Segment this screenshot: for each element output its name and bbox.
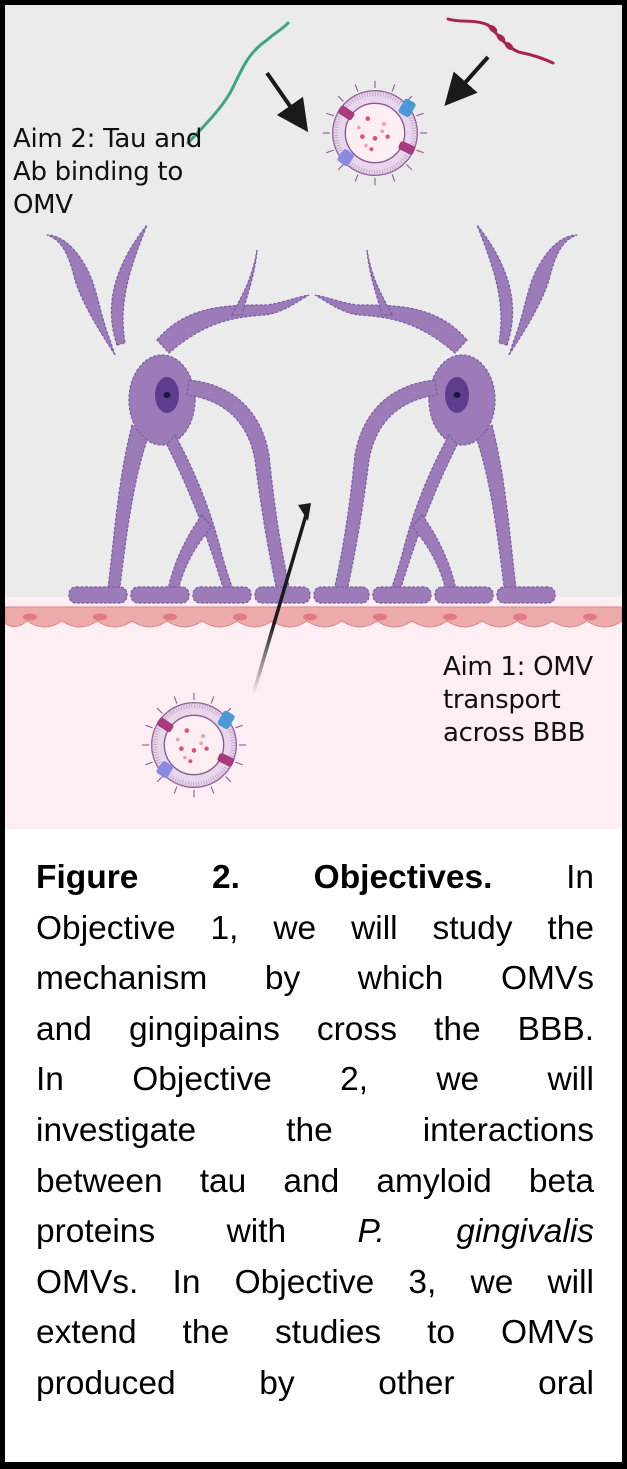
caption-line: and gingipains cross the BBB. bbox=[36, 1005, 594, 1056]
omv-vesicle-top bbox=[323, 81, 427, 185]
caption-bold-text: Figure bbox=[36, 859, 139, 896]
caption-text: interactions bbox=[422, 1111, 595, 1149]
amyloid-beads bbox=[488, 25, 514, 50]
caption-text: In bbox=[36, 1061, 64, 1099]
caption-text: the bbox=[434, 1010, 481, 1048]
caption-text: OMVs bbox=[500, 960, 595, 998]
arrow-omv-across-bbb bbox=[251, 514, 308, 696]
figure-panel: Aim 2: Tau and Ab binding to OMV Aim 1: … bbox=[5, 5, 622, 1462]
caption-line: extend the studies to OMVs bbox=[36, 1308, 594, 1359]
caption-text: and bbox=[283, 1162, 340, 1200]
blood-region bbox=[5, 597, 622, 829]
caption-text: we bbox=[436, 1061, 480, 1099]
caption-text: by bbox=[259, 1364, 295, 1402]
caption-line: produced by other oral bbox=[36, 1359, 594, 1410]
caption-text: Objective bbox=[36, 909, 176, 947]
caption-text: studies bbox=[275, 1314, 382, 1352]
caption-bold-text: 2. bbox=[212, 859, 240, 896]
aim2-label-line: Aim 2: Tau and bbox=[13, 124, 203, 154]
caption-text: which bbox=[357, 960, 444, 998]
caption-line: mechanism by which OMVs bbox=[36, 954, 594, 1005]
caption-text: oral bbox=[538, 1364, 595, 1402]
aim1-label-line: across BBB bbox=[443, 718, 586, 748]
caption-text: 3, bbox=[408, 1263, 437, 1301]
aim1-label: Aim 1: OMV transport across BBB bbox=[443, 651, 593, 750]
caption-text: OMVs. bbox=[36, 1263, 139, 1301]
caption-text: to bbox=[427, 1314, 456, 1352]
caption-text: 1, bbox=[210, 909, 239, 947]
caption-text: will bbox=[351, 909, 398, 947]
endothelial-layer bbox=[5, 606, 622, 628]
caption-text: the bbox=[182, 1314, 230, 1352]
caption-text: BBB. bbox=[517, 1010, 594, 1048]
brain-region bbox=[5, 5, 622, 597]
caption-text: Objective bbox=[234, 1263, 375, 1301]
caption-text: gingipains bbox=[128, 1010, 280, 1048]
caption-line: between tau and amyloid beta bbox=[36, 1157, 594, 1208]
aim1-label-line: transport bbox=[443, 685, 561, 715]
caption-text: investigate bbox=[36, 1111, 197, 1149]
aim2-label-line: Ab binding to bbox=[13, 157, 183, 187]
caption-text: proteins bbox=[36, 1213, 156, 1251]
caption-line: Figure 2. Objectives. In bbox=[36, 853, 594, 904]
diagram-canvas bbox=[5, 5, 622, 829]
caption-text: produced bbox=[36, 1364, 176, 1402]
caption-bold-text: Objectives. bbox=[313, 859, 493, 896]
caption-line: investigate the interactions bbox=[36, 1106, 594, 1157]
caption-text: and bbox=[36, 1010, 92, 1048]
caption-text: by bbox=[264, 960, 301, 998]
arrow-amyloid-to-omv bbox=[444, 55, 490, 106]
caption-line: Objective 1, we will study the bbox=[36, 904, 594, 955]
caption-line: proteins with P. gingivalis bbox=[36, 1207, 594, 1258]
caption-text: we bbox=[273, 909, 317, 947]
caption-line: In Objective 2, we will bbox=[36, 1055, 594, 1106]
caption-text: In bbox=[172, 1263, 201, 1301]
caption-text: amyloid bbox=[376, 1162, 492, 1200]
caption-text: the bbox=[547, 909, 594, 947]
caption-italic-text: P. bbox=[357, 1213, 385, 1251]
caption-text: the bbox=[286, 1111, 333, 1149]
omv-vesicle-bottom bbox=[142, 693, 246, 797]
arrow-head bbox=[298, 503, 311, 521]
aim1-label-line: Aim 1: OMV bbox=[443, 652, 593, 682]
caption-text: beta bbox=[528, 1162, 595, 1200]
caption-italic-text: gingivalis bbox=[456, 1213, 595, 1251]
aim2-label-line: OMV bbox=[13, 190, 73, 220]
caption-text: with bbox=[226, 1213, 287, 1251]
caption-text: other bbox=[378, 1364, 455, 1402]
caption-text: we bbox=[470, 1263, 514, 1301]
caption-text: tau bbox=[199, 1162, 247, 1200]
caption-text: OMVs bbox=[500, 1314, 595, 1352]
caption-text: study bbox=[432, 909, 513, 947]
caption-text: will bbox=[547, 1061, 594, 1099]
caption-text: cross bbox=[316, 1010, 397, 1048]
caption-text: In bbox=[566, 859, 595, 896]
tau-fibril bbox=[186, 21, 290, 145]
caption-text: between bbox=[36, 1162, 163, 1200]
caption-line: OMVs. In Objective 3, we will bbox=[36, 1258, 594, 1309]
arrow-tau-to-omv bbox=[265, 71, 309, 133]
caption-text: will bbox=[547, 1263, 594, 1301]
caption-text: Objective bbox=[132, 1061, 272, 1099]
aim2-label: Aim 2: Tau and Ab binding to OMV bbox=[13, 123, 202, 222]
caption-text: mechanism bbox=[36, 960, 208, 998]
caption-text: extend bbox=[36, 1314, 137, 1352]
caption-text: 2, bbox=[340, 1061, 369, 1099]
objectives-diagram: Aim 2: Tau and Ab binding to OMV Aim 1: … bbox=[5, 5, 622, 829]
